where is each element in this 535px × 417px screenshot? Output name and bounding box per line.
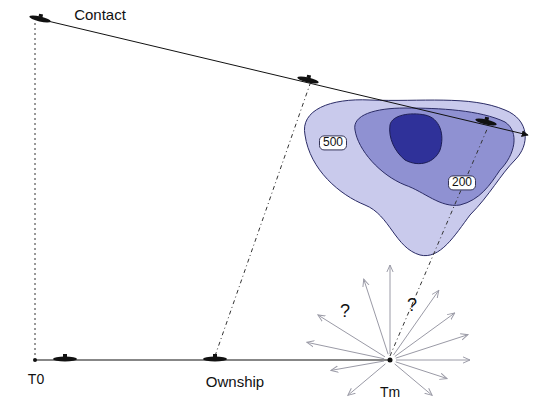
course-arrow	[395, 313, 455, 356]
course-arrow	[393, 290, 438, 355]
time-label: Tm	[380, 385, 400, 400]
course-arrow	[395, 364, 433, 395]
ownship-ship	[53, 354, 77, 362]
course-arrow	[396, 362, 447, 379]
time-label: T0	[28, 372, 44, 387]
ownship-ship	[203, 354, 227, 362]
course-arrow	[348, 364, 386, 395]
position-dot	[33, 358, 37, 362]
track-label: Contact	[74, 7, 126, 24]
bearing-line	[215, 84, 310, 356]
bearing-line	[35, 22, 36, 355]
contour-value: 500	[319, 135, 347, 150]
contour-value: 200	[448, 175, 476, 190]
contour-core	[390, 114, 442, 164]
question-mark: ?	[340, 302, 350, 322]
track-label: Ownship	[206, 374, 264, 391]
course-arrow	[318, 315, 385, 357]
contact-track	[35, 18, 528, 135]
course-arrow	[331, 361, 384, 370]
course-fan	[307, 265, 470, 395]
contour-500	[304, 100, 525, 256]
contact-ship	[475, 115, 498, 127]
question-mark: ?	[407, 296, 417, 316]
contour-200	[355, 108, 514, 205]
contact-ship	[29, 12, 52, 24]
bearing-line	[390, 127, 488, 356]
course-arrow	[390, 265, 391, 354]
position-dot	[388, 358, 393, 363]
course-arrow	[364, 279, 388, 354]
course-arrow	[396, 360, 470, 361]
course-arrow	[307, 342, 384, 358]
contact-ship	[297, 73, 320, 85]
course-arrow	[396, 335, 468, 358]
